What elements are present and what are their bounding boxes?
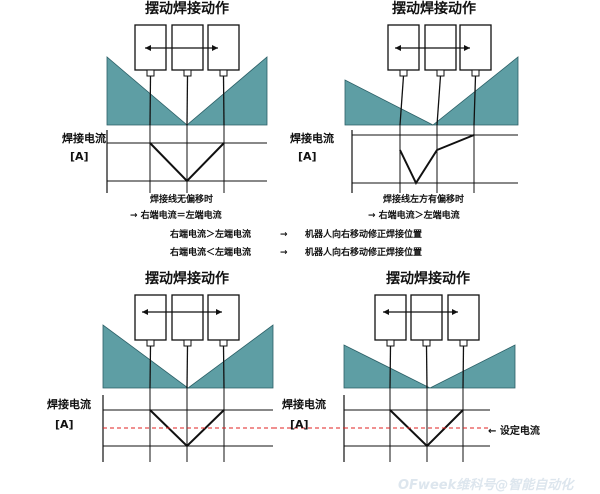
caption-right-heading: 焊接线左方有偏移时 [383, 195, 465, 205]
rule2-action: 机器人向右移动修正焊接位置 [305, 248, 423, 258]
workpiece-left-plate [343, 344, 431, 389]
caption-left-heading: 焊接线无偏移时 [150, 195, 214, 205]
welding-wire [399, 75, 405, 126]
workpiece-right-plate [185, 56, 268, 126]
rule1-action: 机器人向右移动修正焊接位置 [305, 230, 423, 240]
y-axis-unit: [A] [55, 418, 74, 431]
torch-box [207, 294, 240, 341]
weave-arrow-head-left [383, 309, 389, 315]
torch-box [171, 294, 204, 341]
panel-title: 摆动焊接动作 [145, 271, 229, 287]
setpoint-current-label: ← 设定电流 [488, 426, 540, 437]
panel-title: 摆动焊接动作 [145, 1, 229, 17]
weave-arrow-head-right [212, 45, 218, 51]
weave-arrow-head-left [142, 309, 148, 315]
workpiece-left-plate [106, 56, 189, 126]
workpiece-left-plate [344, 79, 434, 126]
caption-left-result: → 右端电流＝左端电流 [130, 211, 222, 221]
panel-bottom-right [343, 294, 516, 462]
panel-bottom-left [102, 294, 274, 462]
y-axis-unit: [A] [298, 150, 317, 163]
welding-wire [149, 75, 152, 126]
weave-arrow-head-left [145, 45, 151, 51]
welding-wire [462, 345, 465, 389]
watermark: OFweek维科号@智能自动化 [398, 478, 574, 493]
workpiece-right-plate [429, 344, 516, 389]
welding-wire [186, 75, 189, 126]
torch-nozzle [436, 69, 445, 77]
weave-arrow-head-right [452, 309, 458, 315]
torch-box [134, 294, 167, 341]
torch-nozzle [219, 69, 228, 77]
torch-nozzle [219, 339, 228, 347]
torch-box [447, 294, 480, 341]
rule1-condition: 右端电流＞左端电流 [170, 230, 252, 240]
welding-wire [222, 75, 225, 126]
torch-nozzle [183, 69, 192, 77]
panel-title: 摆动焊接动作 [392, 1, 476, 17]
torch-box [374, 294, 407, 341]
weave-arrow-head-right [216, 309, 222, 315]
torch-nozzle [386, 339, 395, 347]
workpiece-left-plate [102, 324, 190, 389]
torch-nozzle [459, 339, 468, 347]
rule2-arrow: → [280, 248, 288, 258]
torch-nozzle [422, 339, 431, 347]
y-axis-label: 焊接电流 [62, 132, 106, 145]
torch-nozzle [146, 339, 155, 347]
panel-top-left [106, 24, 268, 193]
welding-wire [425, 345, 428, 389]
torch-nozzle [183, 339, 192, 347]
caption-right-result: → 右端电流＞左端电流 [368, 211, 460, 221]
welding-wire [473, 75, 477, 126]
welding-wire [186, 345, 189, 389]
workpiece-right-plate [186, 324, 274, 389]
rule2-condition: 右端电流＜左端电流 [170, 248, 252, 258]
current-waveform [399, 134, 475, 186]
torch-nozzle [399, 69, 408, 77]
weave-arrow-head-right [464, 45, 470, 51]
y-axis-unit: [A] [70, 150, 89, 163]
torch-nozzle [146, 69, 155, 77]
current-waveform [149, 142, 225, 183]
current-waveform [149, 409, 225, 448]
panel-top-right [344, 24, 519, 193]
welding-wire [149, 345, 152, 389]
y-axis-label: 焊接电流 [290, 132, 334, 145]
torch-nozzle [471, 69, 480, 77]
welding-wire [436, 75, 442, 126]
y-axis-label: 焊接电流 [282, 398, 326, 411]
panel-title: 摆动焊接动作 [386, 271, 470, 287]
weave-arrow-head-left [395, 45, 401, 51]
current-waveform [389, 409, 464, 448]
y-axis-label: 焊接电流 [47, 398, 91, 411]
welding-wire [222, 345, 225, 389]
welding-wire [389, 345, 392, 389]
torch-box [410, 294, 443, 341]
rule1-arrow: → [280, 230, 288, 240]
y-axis-unit: [A] [290, 418, 309, 431]
